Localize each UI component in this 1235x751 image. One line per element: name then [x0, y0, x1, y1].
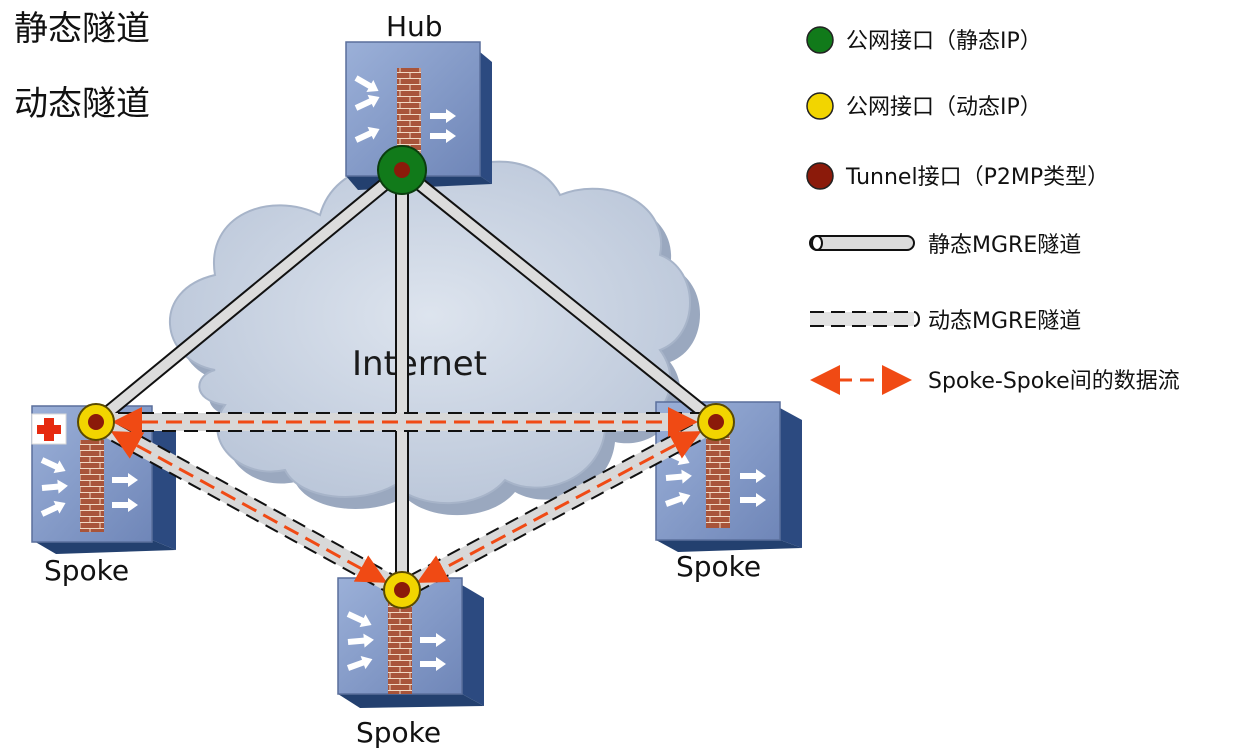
legend-item-static-ip: 公网接口（静态IP）	[806, 26, 1042, 54]
spoke-left-interfaces	[77, 403, 115, 441]
legend-item-dynamic-tunnel: 动态MGRE隧道	[810, 309, 1081, 334]
solid-tunnel-icon	[809, 235, 915, 251]
legend-label: Spoke-Spoke间的数据流	[928, 369, 1180, 394]
hub-interfaces	[377, 145, 427, 195]
legend-item-dynamic-ip: 公网接口（动态IP）	[806, 92, 1042, 120]
legend-label: 动态MGRE隧道	[928, 309, 1081, 334]
static-tunnel-hub-right	[395, 163, 723, 429]
hub-label: Hub	[386, 10, 443, 43]
tunnel-interface-icon	[708, 414, 724, 430]
legend-label: 公网接口（静态IP）	[846, 29, 1042, 54]
legend-label: 公网接口（动态IP）	[846, 95, 1042, 120]
legend-item-data-flow: Spoke-Spoke间的数据流	[810, 365, 1180, 395]
static-tunnel-hub-left	[89, 163, 409, 429]
tunnel-interface-icon	[394, 162, 410, 178]
legend-label: 静态MGRE隧道	[928, 233, 1081, 258]
spoke-bottom-interfaces	[383, 571, 421, 609]
tunnel-interface-icon	[88, 414, 104, 430]
flow-right-bottom	[416, 431, 702, 583]
internet-label: Internet	[352, 344, 487, 384]
spoke-left-label: Spoke	[44, 554, 129, 587]
alert-badge-icon	[31, 413, 67, 445]
yellow-dot-icon	[806, 92, 834, 120]
legend-item-tunnel-interface: Tunnel接口（P2MP类型）	[806, 162, 1109, 190]
static-tunnels	[89, 163, 723, 597]
spoke-bottom-label: Spoke	[356, 716, 441, 749]
legend: 公网接口（静态IP） 公网接口（动态IP） Tunnel接口（P2MP类型） 静…	[806, 26, 1180, 395]
green-dot-icon	[806, 26, 834, 54]
spoke-right-label: Spoke	[676, 550, 761, 583]
darkred-dot-icon	[806, 162, 834, 190]
legend-item-static-tunnel: 静态MGRE隧道	[809, 233, 1081, 258]
legend-label: Tunnel接口（P2MP类型）	[845, 165, 1109, 190]
tunnel-interface-icon	[394, 582, 410, 598]
title-dynamic-tunnel: 动态隧道	[14, 84, 150, 124]
flow-left-bottom	[110, 431, 388, 583]
title-static-tunnel: 静态隧道	[14, 9, 150, 49]
dashed-tunnel-icon	[810, 311, 920, 327]
spoke-right-interfaces	[697, 403, 735, 441]
data-flows	[110, 407, 702, 583]
